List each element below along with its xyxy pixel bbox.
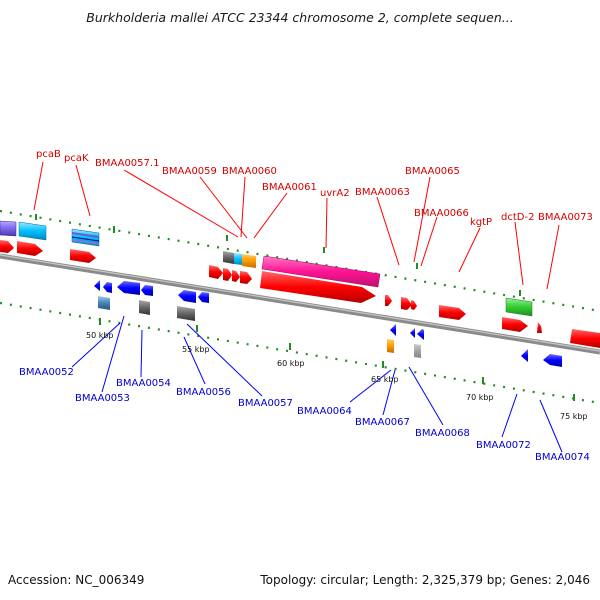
reverse-major-ticks <box>99 318 575 401</box>
label-BMAA0068[interactable]: BMAA0068 <box>415 428 470 439</box>
gene-arrow[interactable] <box>410 328 415 338</box>
chromosome-backbone-highlight <box>0 254 600 352</box>
label-pcaB[interactable]: pcaB <box>36 149 61 160</box>
label-pcaK[interactable]: pcaK <box>64 153 89 164</box>
gene-kgtP[interactable] <box>439 305 466 320</box>
gene-uvrA2[interactable] <box>261 255 381 288</box>
label-BMAA0064[interactable]: BMAA0064 <box>297 406 352 417</box>
gene-BMAA0072[interactable] <box>521 349 528 362</box>
gene-purple-block[interactable] <box>0 220 17 237</box>
label-BMAA0052[interactable]: BMAA0052 <box>19 367 74 378</box>
gene-BMAA0059[interactable] <box>234 253 242 265</box>
label-BMAA0067[interactable]: BMAA0067 <box>355 417 410 428</box>
label-BMAA0059[interactable]: BMAA0059 <box>162 166 217 177</box>
gene-BMAA0056[interactable] <box>178 290 196 303</box>
label-BMAA0057[interactable]: BMAA0057 <box>238 398 293 409</box>
map-title: Burkholderia mallei ATCC 23344 chromosom… <box>86 10 514 25</box>
gene-arrow[interactable] <box>417 329 424 340</box>
label-uvrA2[interactable]: uvrA2 <box>320 188 350 199</box>
gene-arrow[interactable] <box>240 271 252 284</box>
gene-BMAA0064[interactable] <box>390 324 396 336</box>
gene-BMAA0057[interactable] <box>177 306 195 321</box>
label-BMAA0056[interactable]: BMAA0056 <box>176 387 231 398</box>
label-BMAA0053[interactable]: BMAA0053 <box>75 393 130 404</box>
gene-BMAA0057.1[interactable] <box>223 251 234 264</box>
gene-arrow[interactable] <box>0 240 14 253</box>
gene-arrow[interactable] <box>70 249 96 263</box>
gene-BMAA0067[interactable] <box>387 339 394 353</box>
forward-major-ticks <box>35 214 521 296</box>
gene-pcaB[interactable] <box>18 221 47 241</box>
label-BMAA0054[interactable]: BMAA0054 <box>116 378 171 389</box>
gene-arrow[interactable] <box>141 285 153 296</box>
genome-summary-text: Topology: circular; Length: 2,325,379 bp… <box>260 573 590 587</box>
reverse-tick-track <box>0 301 600 405</box>
kbp-label: 55 kbp <box>182 345 210 354</box>
gene-BMAA0068[interactable] <box>414 344 421 358</box>
top-labels: pcaB pcaK BMAA0057.1 BMAA0059 BMAA0060 B… <box>36 149 593 228</box>
forward-tick-track <box>0 209 600 313</box>
gene-BMAA0074[interactable] <box>543 354 562 367</box>
label-BMAA0057.1[interactable]: BMAA0057.1 <box>95 158 159 169</box>
gene-BMAA0052[interactable] <box>94 280 100 291</box>
gene-arrow[interactable] <box>223 268 232 281</box>
kbp-label: 60 kbp <box>277 359 305 368</box>
gene-BMAA0063[interactable] <box>385 295 392 306</box>
gene-arrow[interactable] <box>232 270 240 282</box>
label-BMAA0073[interactable]: BMAA0073 <box>538 212 593 223</box>
label-BMAA0063[interactable]: BMAA0063 <box>355 187 410 198</box>
label-BMAA0074[interactable]: BMAA0074 <box>535 452 590 463</box>
forward-genes[interactable] <box>0 220 600 348</box>
gene-BMAA0066[interactable] <box>411 300 417 310</box>
bottom-labels: BMAA0052 BMAA0053 BMAA0054 BMAA0056 BMAA… <box>19 367 590 463</box>
bottom-leader-lines <box>71 315 563 453</box>
gene-arrow[interactable] <box>103 282 112 293</box>
chromosome-backbone <box>0 253 600 355</box>
gene-arrow[interactable] <box>570 329 600 348</box>
gene-BMAA0053[interactable] <box>98 296 110 310</box>
label-BMAA0060[interactable]: BMAA0060 <box>222 166 277 177</box>
gene-BMAA0054[interactable] <box>117 281 140 295</box>
gene-arrow[interactable] <box>17 241 43 256</box>
label-kgtP[interactable]: kgtP <box>470 217 492 228</box>
gene-BMAA0060[interactable] <box>242 254 256 268</box>
label-BMAA0066[interactable]: BMAA0066 <box>414 208 469 219</box>
gene-arrow[interactable] <box>198 292 209 303</box>
top-leader-lines <box>33 161 560 290</box>
kbp-label: 65 kbp <box>371 375 399 384</box>
kbp-label: 50 kbp <box>86 331 114 340</box>
gene-BMAA0053-gray[interactable] <box>139 300 150 315</box>
kbp-scale-labels: 50 kbp 55 kbp 60 kbp 65 kbp 70 kbp 75 kb… <box>86 331 588 421</box>
label-BMAA0061[interactable]: BMAA0061 <box>262 182 317 193</box>
label-dctD-2[interactable]: dctD-2 <box>501 212 534 223</box>
gene-BMAA0065[interactable] <box>401 297 412 310</box>
kbp-label: 75 kbp <box>560 412 588 421</box>
reverse-genes[interactable] <box>94 280 562 367</box>
label-BMAA0072[interactable]: BMAA0072 <box>476 440 531 451</box>
gene-dctD-2[interactable] <box>505 297 533 317</box>
gene-arrow[interactable] <box>209 265 223 279</box>
label-BMAA0065[interactable]: BMAA0065 <box>405 166 460 177</box>
kbp-label: 70 kbp <box>466 393 494 402</box>
gene-BMAA0061-arrow[interactable] <box>260 271 376 303</box>
gene-arrow[interactable] <box>502 317 528 332</box>
gene-BMAA0073[interactable] <box>537 322 542 333</box>
accession-text: Accession: NC_006349 <box>8 573 145 587</box>
